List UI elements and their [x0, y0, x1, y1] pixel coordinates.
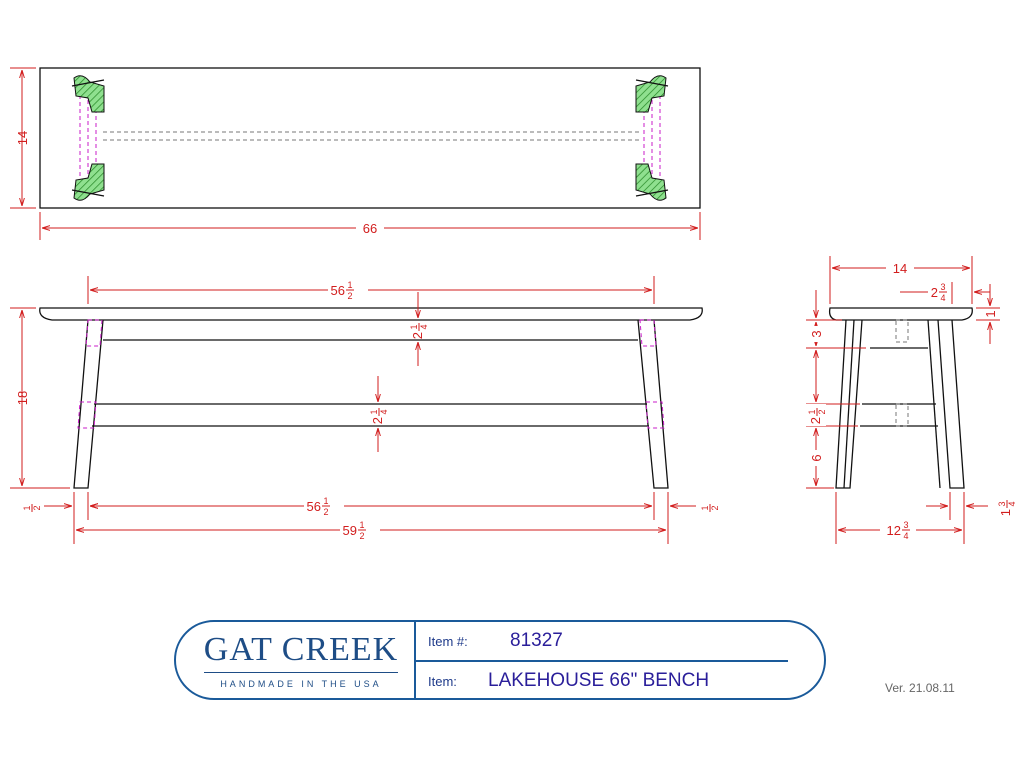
brand-name: GAT CREEK — [203, 631, 399, 668]
side-top-width-dim: 14 — [893, 261, 907, 276]
svg-text:1: 1 — [359, 520, 364, 530]
svg-text:56: 56 — [307, 499, 321, 514]
top-view-width-dim: 14 — [15, 131, 30, 145]
svg-text:2: 2 — [808, 417, 823, 424]
svg-text:1: 1 — [347, 280, 352, 290]
title-block-row-divider — [416, 660, 788, 662]
front-inner-bottom-dim: 56 1 2 — [307, 496, 330, 517]
side-leg-offset-dim: 1 3 4 — [997, 500, 1017, 516]
svg-text:2: 2 — [931, 285, 938, 300]
svg-text:4: 4 — [1007, 501, 1017, 506]
svg-text:2: 2 — [359, 531, 364, 541]
svg-text:2: 2 — [347, 291, 352, 301]
svg-text:1: 1 — [998, 509, 1013, 516]
svg-text:1: 1 — [323, 496, 328, 506]
svg-text:12: 12 — [887, 523, 901, 538]
front-inner-top-dim: 56 1 2 — [331, 280, 354, 301]
svg-text:2: 2 — [323, 507, 328, 517]
side-top-overhang-dim: 2 3 4 — [931, 282, 947, 303]
svg-text:2: 2 — [32, 505, 42, 510]
svg-text:59: 59 — [343, 523, 357, 538]
svg-text:3: 3 — [997, 501, 1007, 506]
side-view: 14 2 3 4 1 3 2 1 — [806, 256, 1017, 544]
svg-text:1: 1 — [807, 409, 817, 414]
brand-logo: GAT CREEK HANDMADE IN THE USA — [196, 630, 406, 689]
item-label: Item: — [428, 674, 457, 689]
item-number-label: Item #: — [428, 634, 468, 649]
version-label: Ver. 21.08.11 — [885, 681, 955, 695]
brand-tagline: HANDMADE IN THE USA — [220, 679, 382, 689]
front-rail-lower-dim: 2 1 4 — [369, 408, 389, 424]
svg-text:56: 56 — [331, 283, 345, 298]
svg-text:2: 2 — [370, 417, 385, 424]
svg-text:2: 2 — [710, 505, 720, 510]
brand-rule — [204, 672, 398, 673]
svg-text:1: 1 — [409, 324, 419, 329]
front-overall-bottom-dim: 59 1 2 — [343, 520, 366, 541]
side-upper-dim: 3 — [809, 330, 824, 337]
svg-text:3: 3 — [903, 520, 908, 530]
svg-text:3: 3 — [940, 282, 945, 292]
svg-text:4: 4 — [379, 409, 389, 414]
side-seat-thickness-dim: 1 — [983, 310, 998, 317]
svg-text:1: 1 — [700, 505, 710, 510]
title-block-divider — [414, 622, 416, 698]
front-height-dim: 18 — [15, 391, 30, 405]
front-left-splay-dim: 1 2 — [22, 504, 42, 512]
svg-text:2: 2 — [410, 332, 425, 339]
side-lower-dim: 6 — [809, 454, 824, 461]
side-mid-dim: 2 1 2 — [807, 408, 827, 424]
front-right-splay-dim: 1 2 — [700, 504, 720, 512]
svg-text:4: 4 — [903, 531, 908, 541]
svg-text:2: 2 — [817, 409, 827, 414]
top-view: 14 66 — [10, 67, 701, 240]
side-bottom-width-dim: 12 3 4 — [887, 520, 910, 541]
top-view-right-legs — [635, 75, 669, 201]
svg-text:4: 4 — [419, 324, 429, 329]
top-view-left-legs — [71, 75, 105, 201]
svg-text:4: 4 — [940, 293, 945, 303]
svg-text:1: 1 — [369, 409, 379, 414]
front-view: 56 1 2 2 1 4 2 1 4 18 — [10, 276, 720, 544]
item-number: 81327 — [510, 630, 563, 651]
top-view-length-dim: 66 — [363, 221, 377, 236]
front-rail-upper-dim: 2 1 4 — [409, 323, 429, 339]
svg-text:1: 1 — [22, 505, 32, 510]
item-name: LAKEHOUSE 66" BENCH — [488, 670, 710, 691]
title-block: GAT CREEK HANDMADE IN THE USA Item #: 81… — [174, 620, 826, 700]
